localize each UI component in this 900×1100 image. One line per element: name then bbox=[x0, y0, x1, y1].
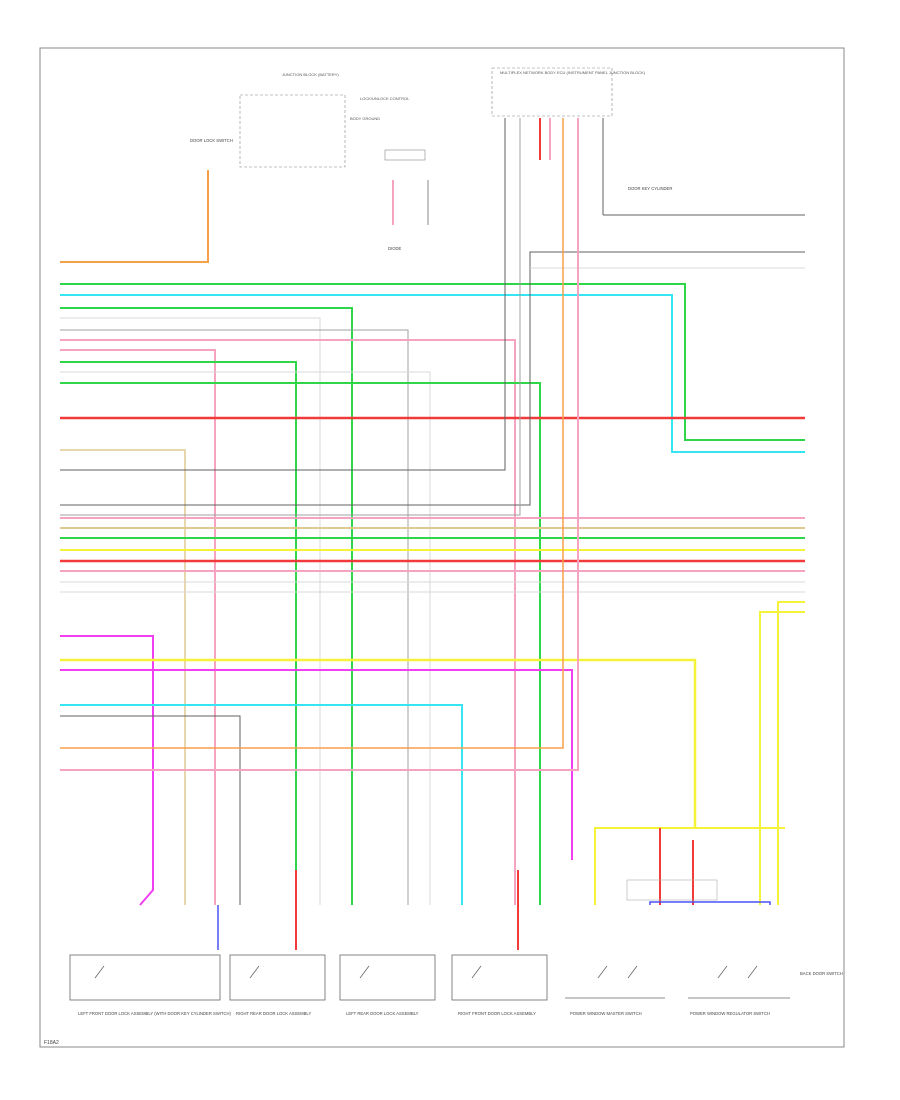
wire-dark-2 bbox=[60, 251, 805, 506]
wire-pink-1 bbox=[60, 339, 516, 905]
wire-magenta-2 bbox=[60, 669, 573, 860]
caption-right-front-lock: RIGHT FRONT DOOR LOCK ASSEMBLY bbox=[458, 1011, 536, 1016]
ground-label: BODY GROUND bbox=[350, 116, 380, 121]
wire-gray-2 bbox=[60, 329, 409, 905]
junction-block-label: JUNCTION BLOCK (BATTERY) bbox=[282, 72, 339, 77]
wire-yellow-2 bbox=[60, 658, 697, 828]
right-rear-door-lock-box bbox=[229, 954, 326, 1001]
wire-magenta-1 bbox=[60, 635, 154, 906]
wire-tan-2 bbox=[60, 118, 564, 749]
left-rear-door-lock-box bbox=[339, 954, 436, 1001]
door-lock-switch-label: DOOR LOCK SWITCH bbox=[190, 138, 233, 143]
lock-unlock-label: LOCK/UNLOCK CONTROL bbox=[360, 96, 410, 101]
caption-right-rear-lock: RIGHT REAR DOOR LOCK ASSEMBLY bbox=[236, 1011, 311, 1016]
wire-green-2 bbox=[60, 307, 353, 905]
footer-code: F18A2 bbox=[44, 1040, 59, 1046]
wire-orange-top bbox=[60, 170, 209, 263]
switch-symbols bbox=[94, 965, 758, 979]
wire-cyan-1 bbox=[60, 294, 805, 453]
wire-blue-sw bbox=[649, 901, 771, 905]
wire-dark-4 bbox=[60, 715, 241, 905]
diode-label: DIODE bbox=[388, 246, 401, 251]
wire-green-1 bbox=[60, 283, 805, 441]
wire-dark-1 bbox=[60, 118, 506, 471]
ecu-box bbox=[491, 67, 613, 117]
caption-left-rear-lock: LEFT REAR DOOR LOCK ASSEMBLY bbox=[346, 1011, 419, 1016]
wire-pink-2 bbox=[60, 349, 216, 905]
wire-gray-3 bbox=[60, 371, 431, 905]
wire-tan-1 bbox=[60, 449, 186, 905]
ecu-label: MULTIPLEX NETWORK BODY ECU (INSTRUMENT P… bbox=[500, 70, 646, 75]
wire-green-3 bbox=[60, 361, 297, 905]
caption-pw-regulator: POWER WINDOW REGULATOR SWITCH bbox=[690, 1011, 770, 1016]
wire-yellow-right-2 bbox=[759, 611, 805, 905]
switch-dash-box bbox=[626, 879, 718, 901]
wire-yellow-sw bbox=[594, 827, 785, 905]
caption-back-door-switch: BACK DOOR SWITCH bbox=[800, 971, 843, 976]
diagram-frame bbox=[39, 47, 845, 1048]
wire-dark-3 bbox=[60, 118, 521, 516]
wire-yellow-right bbox=[777, 601, 805, 905]
diode-box bbox=[384, 149, 426, 161]
wire-green-4 bbox=[60, 382, 541, 905]
wire-cyan-2 bbox=[60, 704, 463, 905]
caption-left-front-lock: LEFT FRONT DOOR LOCK ASSEMBLY (WITH DOOR… bbox=[78, 1011, 232, 1016]
wire-gray-1 bbox=[60, 317, 321, 905]
wire-pink-3 bbox=[60, 118, 579, 771]
caption-pw-master: POWER WINDOW MASTER SWITCH bbox=[570, 1011, 642, 1016]
key-cylinder-label: DOOR KEY CYLINDER bbox=[628, 186, 672, 191]
left-front-door-lock-box bbox=[69, 954, 221, 1001]
junction-block-box bbox=[239, 94, 346, 168]
right-front-door-lock-box bbox=[451, 954, 548, 1001]
